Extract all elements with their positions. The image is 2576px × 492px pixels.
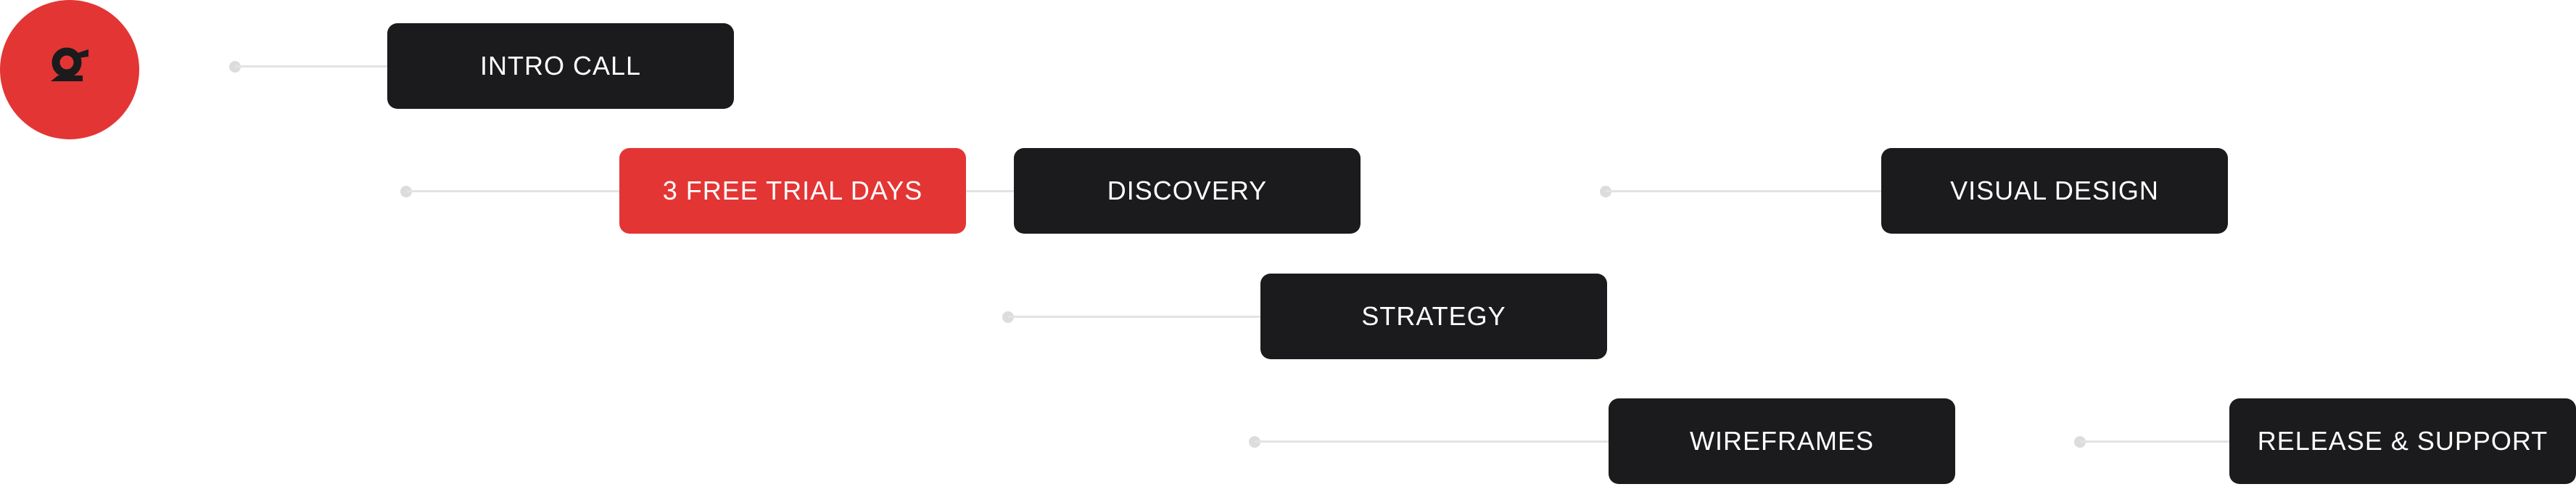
step-discovery[interactable]: DISCOVERY [1014,148,1361,234]
step-free-trial[interactable]: 3 FREE TRIAL DAYS [619,148,966,234]
step-intro-call[interactable]: INTRO CALL [387,23,734,109]
step-visual-design[interactable]: VISUAL DESIGN [1881,148,2228,234]
step-label: 3 FREE TRIAL DAYS [662,176,923,205]
connector-line-free-trial [406,190,619,192]
step-label: VISUAL DESIGN [1950,176,2159,205]
step-wireframes[interactable]: WIREFRAMES [1609,398,1955,484]
connector-line-intro-call [235,65,387,67]
step-label: STRATEGY [1361,301,1506,331]
step-label: DISCOVERY [1107,176,1268,205]
g-letter-logo-icon [51,47,88,81]
step-strategy[interactable]: STRATEGY [1260,274,1607,359]
connector-line-strategy [1008,316,1260,318]
step-label: INTRO CALL [479,51,642,81]
connector-line-release-support [2080,440,2229,443]
brand-logo [0,0,139,139]
step-release-support[interactable]: RELEASE & SUPPORT [2229,398,2576,484]
connector-line-wireframes [1255,440,1609,443]
connector-line-discovery [966,190,1014,192]
step-label: RELEASE & SUPPORT [2257,426,2548,456]
connector-line-visual-design [1606,190,1881,192]
step-label: WIREFRAMES [1689,426,1874,456]
